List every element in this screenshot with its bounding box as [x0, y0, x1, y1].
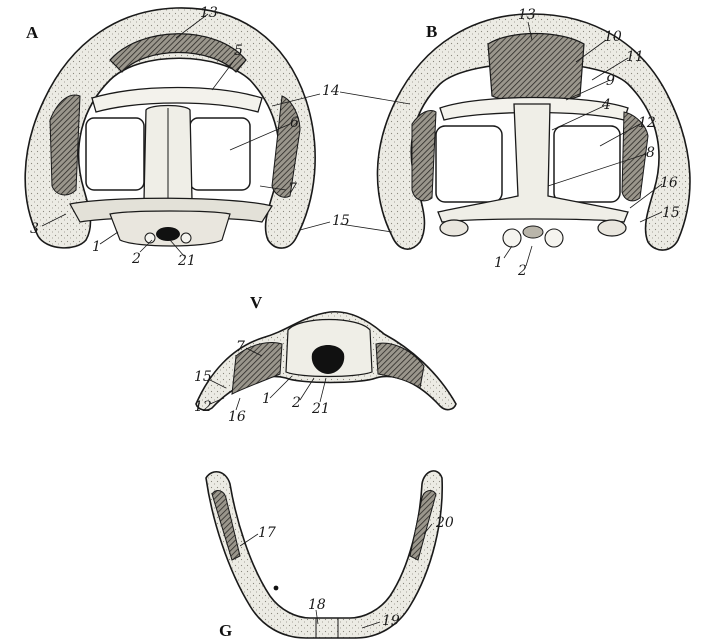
label-a-13: 13: [200, 6, 218, 20]
skull-a-dorsal: [25, 8, 330, 256]
label-a-3: 3: [30, 222, 39, 236]
label-a-2: 2: [132, 252, 141, 266]
label-a-14: 14: [322, 84, 340, 98]
label-b-16: 16: [660, 176, 678, 190]
label-b-10: 10: [604, 30, 622, 44]
skull-a-orbit-left: [86, 118, 144, 190]
skull-b-orbit-left: [436, 126, 502, 202]
label-b-1: 1: [494, 256, 503, 270]
label-a-1: 1: [92, 240, 101, 254]
skull-b-vomer: [488, 34, 584, 103]
label-v-7: 7: [236, 340, 245, 354]
label-b-11: 11: [626, 50, 644, 64]
label-b-8: 8: [646, 146, 655, 160]
label-v-15: 15: [194, 370, 212, 384]
skull-a-foramen: [156, 227, 180, 241]
label-g-20: 20: [436, 516, 454, 530]
label-a-15: 15: [332, 214, 350, 228]
label-v-12: 12: [194, 400, 212, 414]
panel-label-b: B: [426, 23, 437, 40]
skull-v-posterior: [196, 312, 456, 410]
label-a-21: 21: [178, 254, 196, 268]
label-v-1: 1: [262, 392, 271, 406]
label-v-2: 2: [292, 396, 301, 410]
label-g-19: 19: [382, 614, 400, 628]
label-g-18: 18: [308, 598, 326, 612]
label-b-15: 15: [662, 206, 680, 220]
label-a-5: 5: [234, 44, 243, 58]
skull-b-orbit-right: [554, 126, 620, 202]
panel-label-v: V: [250, 294, 262, 311]
label-b-9: 9: [606, 74, 615, 88]
label-b-12: 12: [638, 116, 656, 130]
label-v-21: 21: [312, 402, 330, 416]
skull-a-orbit-right: [190, 118, 250, 190]
label-b-2: 2: [518, 264, 527, 278]
panel-label-g: G: [219, 622, 232, 639]
label-g-17: 17: [258, 526, 276, 540]
panel-label-a: A: [26, 24, 38, 41]
label-a-6: 6: [290, 116, 299, 130]
label-a-7: 7: [288, 182, 297, 196]
label-b-13: 13: [518, 8, 536, 22]
label-v-16: 16: [228, 410, 246, 424]
label-b-4: 4: [602, 98, 611, 112]
